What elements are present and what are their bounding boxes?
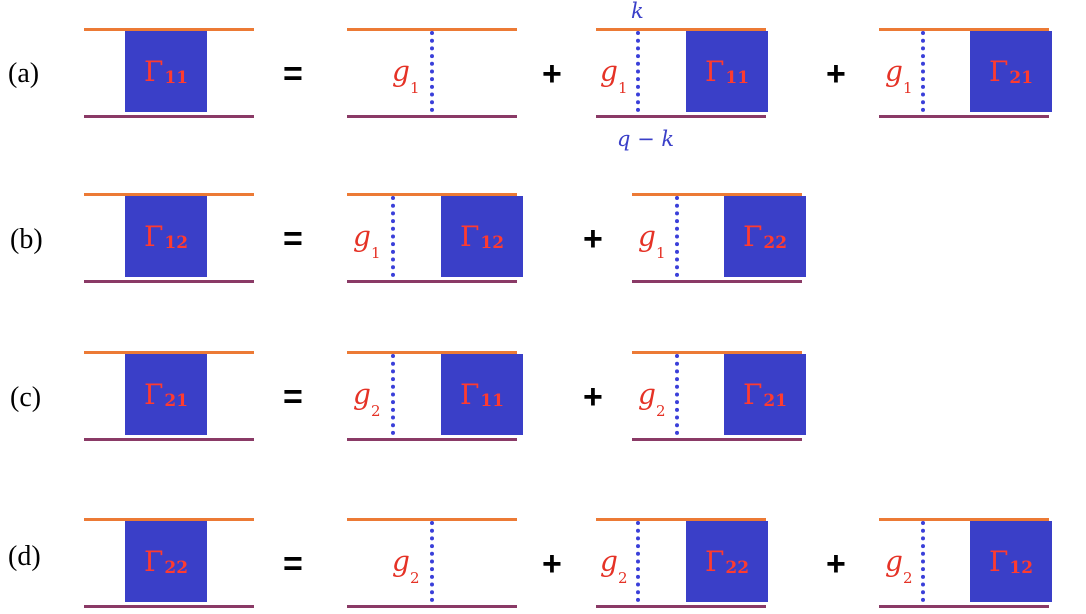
coupling-line bbox=[921, 521, 925, 602]
plus-sign-d2: + bbox=[826, 545, 846, 583]
coupling-label: g2 bbox=[600, 545, 628, 587]
lower-propagator bbox=[879, 115, 1049, 118]
equals-sign-c: = bbox=[283, 378, 303, 416]
row-label-d: (d) bbox=[8, 541, 41, 572]
lower-propagator bbox=[879, 605, 1049, 608]
lower-propagator bbox=[347, 115, 517, 118]
term-diagram-a1: g1 bbox=[347, 28, 517, 118]
lower-propagator bbox=[347, 438, 517, 441]
upper-propagator bbox=[632, 351, 802, 354]
coupling-label: g1 bbox=[353, 220, 381, 262]
lower-propagator bbox=[632, 280, 802, 283]
upper-propagator bbox=[879, 28, 1049, 31]
coupling-label: g1 bbox=[600, 55, 628, 97]
lower-propagator bbox=[347, 605, 517, 608]
upper-propagator bbox=[596, 28, 766, 31]
term-diagram-d1: g2 bbox=[347, 518, 517, 608]
coupling-label: g1 bbox=[638, 220, 666, 262]
upper-propagator bbox=[347, 351, 517, 354]
upper-propagator bbox=[347, 518, 517, 521]
coupling-label: g1 bbox=[392, 55, 420, 97]
coupling-line bbox=[921, 31, 925, 112]
equals-sign-a: = bbox=[283, 55, 303, 93]
coupling-line bbox=[430, 31, 434, 112]
lower-propagator bbox=[84, 115, 254, 118]
coupling-label: g2 bbox=[638, 378, 666, 420]
row-label-a: (a) bbox=[8, 58, 40, 89]
equals-sign-b: = bbox=[283, 220, 303, 258]
row-label-c: (c) bbox=[10, 382, 42, 413]
lower-propagator bbox=[596, 605, 766, 608]
coupling-line bbox=[391, 354, 395, 435]
lower-propagator bbox=[84, 438, 254, 441]
coupling-label: g2 bbox=[353, 378, 381, 420]
lower-propagator bbox=[632, 438, 802, 441]
gamma-subscript: 11 bbox=[164, 68, 189, 88]
upper-propagator bbox=[596, 518, 766, 521]
gamma-symbol: Γ bbox=[143, 54, 164, 88]
upper-propagator bbox=[84, 351, 254, 354]
upper-propagator bbox=[632, 193, 802, 196]
lower-propagator bbox=[347, 280, 517, 283]
upper-propagator bbox=[347, 28, 517, 31]
equals-sign-d: = bbox=[283, 545, 303, 583]
upper-propagator bbox=[84, 518, 254, 521]
upper-propagator bbox=[347, 193, 517, 196]
plus-sign-b1: + bbox=[583, 220, 603, 258]
coupling-label: g2 bbox=[392, 545, 420, 587]
coupling-label: g2 bbox=[885, 545, 913, 587]
lower-propagator bbox=[596, 115, 766, 118]
coupling-line bbox=[675, 354, 679, 435]
plus-sign-a1: + bbox=[542, 55, 562, 93]
coupling-line bbox=[636, 521, 640, 602]
row-label-b: (b) bbox=[10, 224, 43, 255]
coupling-line bbox=[675, 196, 679, 277]
plus-sign-c1: + bbox=[583, 378, 603, 416]
momentum-label-bottom: q − k bbox=[617, 127, 675, 151]
coupling-line bbox=[430, 521, 434, 602]
coupling-label: g1 bbox=[885, 55, 913, 97]
plus-sign-a2: + bbox=[826, 55, 846, 93]
upper-propagator bbox=[879, 518, 1049, 521]
momentum-label-top: k bbox=[631, 0, 644, 23]
lower-propagator bbox=[84, 280, 254, 283]
coupling-line bbox=[636, 31, 640, 112]
lower-propagator bbox=[84, 605, 254, 608]
upper-propagator bbox=[84, 28, 254, 31]
plus-sign-d1: + bbox=[542, 545, 562, 583]
upper-propagator bbox=[84, 193, 254, 196]
coupling-line bbox=[391, 196, 395, 277]
